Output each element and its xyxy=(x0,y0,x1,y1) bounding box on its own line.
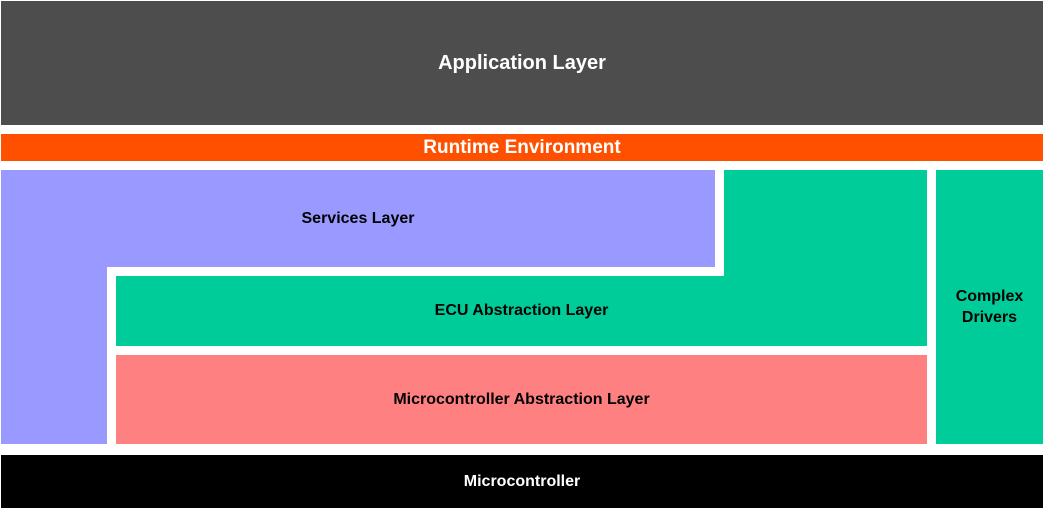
microcontroller-abstraction-layer: Microcontroller Abstraction Layer xyxy=(116,355,927,444)
application-layer: Application Layer xyxy=(1,1,1043,125)
ecu-abstraction-layer-lower-region xyxy=(116,276,927,346)
services-layer-left-region xyxy=(1,267,107,444)
runtime-environment-layer: Runtime Environment xyxy=(1,134,1043,161)
microcontroller-layer: Microcontroller xyxy=(1,455,1043,508)
ecu-abstraction-layer-upper-region xyxy=(724,170,927,276)
services-layer-top-region xyxy=(1,170,715,267)
ecu-abstraction-layer-label: ECU Abstraction Layer xyxy=(434,302,609,319)
services-layer-label: Services Layer xyxy=(301,209,415,227)
complex-drivers-layer: Complex Drivers xyxy=(936,170,1043,444)
